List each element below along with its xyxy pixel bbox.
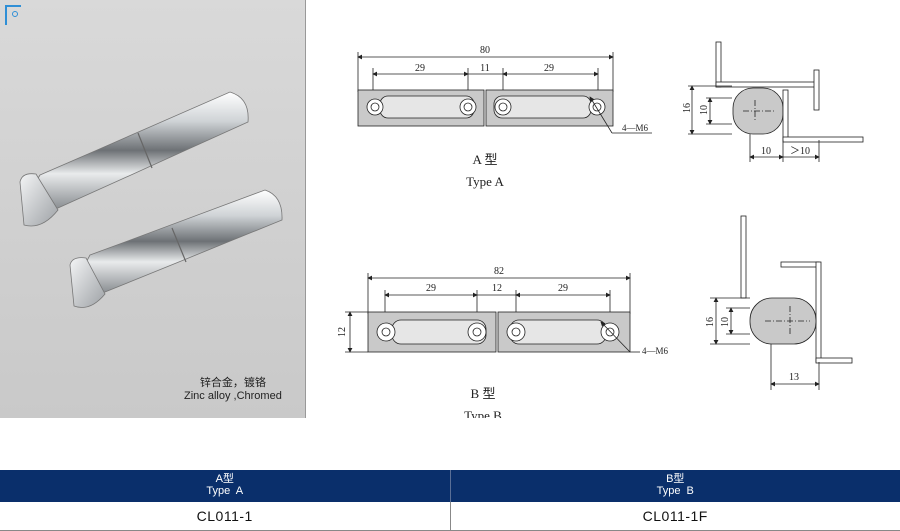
type-a-dim-mid: 11 (480, 63, 490, 74)
panel-divider (305, 0, 306, 418)
type-b-side-h-inner: 10 (720, 317, 731, 327)
type-a-side-h-outer: 16 (682, 103, 693, 113)
code-type-a: CL011-1 (196, 508, 253, 524)
material-cn: 锌合金，镀铬 (199, 377, 266, 389)
type-b-dim-total: 82 (494, 266, 504, 277)
technical-drawing-area: 80 29 11 29 4—M6 A 型 Type A (306, 0, 900, 418)
type-b-top-view (345, 273, 640, 353)
type-a-label-cn: A 型 (473, 152, 498, 167)
type-b-holes: 4—M6 (642, 346, 669, 356)
table-row: CL011-1 CL011-1F (0, 502, 900, 531)
hinge-upper (19, 91, 249, 227)
product-photo-panel: 锌合金，镀铬 Zinc alloy ,Chromed (0, 0, 305, 418)
type-b-side-h-outer: 16 (705, 317, 716, 327)
type-b-dim-height: 12 (337, 327, 348, 337)
header-type-a-en: Type A (206, 485, 244, 497)
type-a-dim-right: 29 (544, 63, 554, 74)
type-a-holes: 4—M6 (622, 123, 649, 133)
type-b-side-w: 13 (789, 372, 799, 383)
header-type-a: A型 Type A (0, 470, 450, 502)
type-a-top-view (357, 52, 652, 134)
type-a-side-w-left: 10 (761, 146, 771, 157)
corner-logo-icon (5, 5, 21, 25)
hinge-lower (69, 189, 283, 308)
technical-drawings: 80 29 11 29 4—M6 A 型 Type A (337, 41, 864, 418)
material-en: Zinc alloy ,Chromed (184, 390, 282, 402)
type-b-dim-right: 29 (558, 283, 568, 294)
type-b-dim-left: 29 (426, 283, 436, 294)
model-table-header: A型 Type A B型 Type B (0, 470, 900, 502)
type-a-side-h-inner: 10 (699, 105, 710, 115)
header-type-b-cn: B型 (666, 473, 685, 485)
type-b-label-cn: B 型 (471, 386, 496, 401)
type-b-dim-mid: 12 (492, 283, 502, 294)
header-type-b: B型 Type B (449, 470, 900, 502)
type-a-label-en: Type A (466, 174, 504, 189)
type-a-dim-left: 29 (415, 63, 425, 74)
type-a-dim-total: 80 (480, 45, 490, 56)
header-type-a-cn: A型 (215, 473, 234, 485)
hinge-photo (19, 91, 283, 308)
code-type-b: CL011-1F (449, 502, 900, 530)
type-a-side-w-right: ＞10 (790, 146, 810, 157)
material-caption: 锌合金，镀铬 Zinc alloy ,Chromed (184, 377, 282, 403)
model-table: A型 Type A B型 Type B CL011-1 CL011-1F (0, 470, 900, 531)
header-type-b-en: Type B (656, 485, 694, 497)
type-a-side-view (688, 41, 864, 162)
type-b-label-en: Type B (464, 408, 502, 418)
type-b-side-view (710, 215, 853, 390)
